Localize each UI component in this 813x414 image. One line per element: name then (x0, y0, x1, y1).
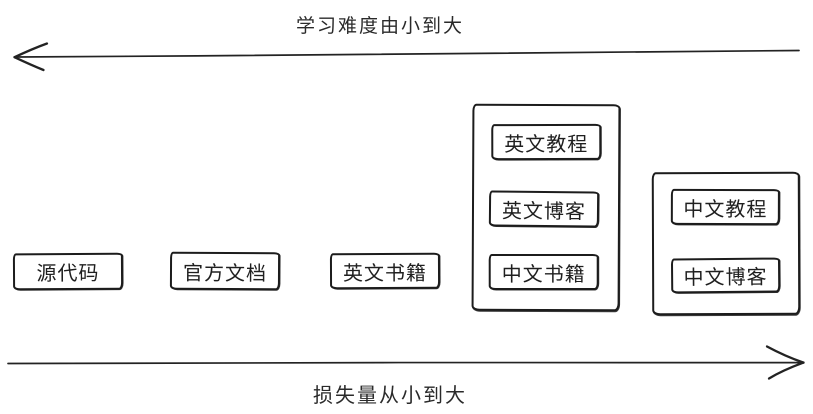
difficulty-axis-label: 学习难度由小到大 (295, 16, 464, 37)
node-english-tutorials: 英文教程 (491, 123, 602, 161)
group-english-resources: 英文教程 英文博客 中文书籍 (471, 103, 621, 312)
node-chinese-books: 中文书籍 (488, 253, 599, 291)
node-english-blogs: 英文博客 (488, 190, 600, 228)
node-english-books: 英文书籍 (329, 252, 441, 290)
node-chinese-blogs: 中文博客 (670, 257, 781, 294)
difficulty-arrow-left-icon (13, 42, 800, 72)
loss-arrow-right-icon (7, 345, 805, 380)
node-chinese-tutorials: 中文教程 (670, 188, 780, 226)
loss-axis-label: 损失量从小到大 (313, 385, 467, 407)
node-source-code: 源代码 (12, 252, 124, 291)
node-official-docs: 官方文档 (169, 251, 281, 291)
group-chinese-resources: 中文教程 中文博客 (651, 171, 801, 316)
